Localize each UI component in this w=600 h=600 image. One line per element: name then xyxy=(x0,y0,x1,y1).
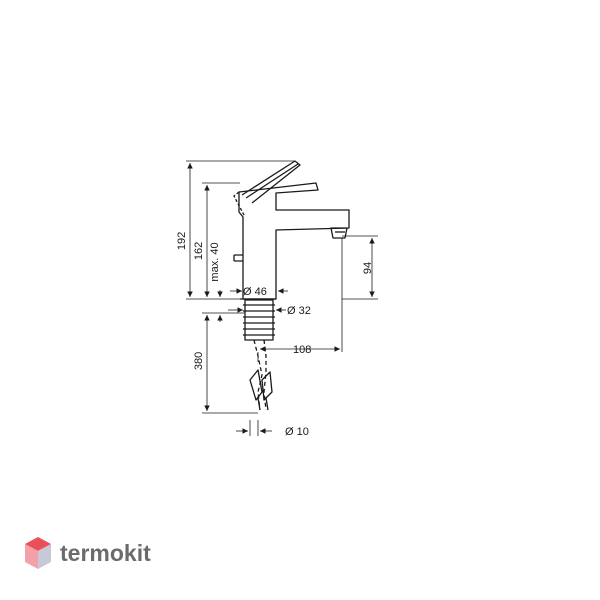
dim-46-label: Ø 46 xyxy=(243,286,267,298)
dim-94-label: 94 xyxy=(362,262,374,274)
dim-10-label: Ø 10 xyxy=(285,426,309,438)
hexagon-logo-icon xyxy=(25,537,51,569)
extension-lines xyxy=(186,160,378,436)
dim-192-label: 192 xyxy=(176,232,188,250)
faucet-outline xyxy=(233,160,350,411)
dimension-labels: 192 162 max. 40 Ø 46 Ø 32 380 108 94 Ø 1… xyxy=(176,232,374,438)
dim-108-label: 108 xyxy=(293,344,311,356)
dim-32-label: Ø 32 xyxy=(287,305,311,317)
dim-max40-label: max. 40 xyxy=(209,242,221,281)
dimension-lines xyxy=(187,163,375,434)
dim-380-label: 380 xyxy=(193,352,205,370)
dim-162-label: 162 xyxy=(193,242,205,260)
termokit-logo: termokit xyxy=(25,537,151,569)
brand-name: termokit xyxy=(60,540,151,566)
